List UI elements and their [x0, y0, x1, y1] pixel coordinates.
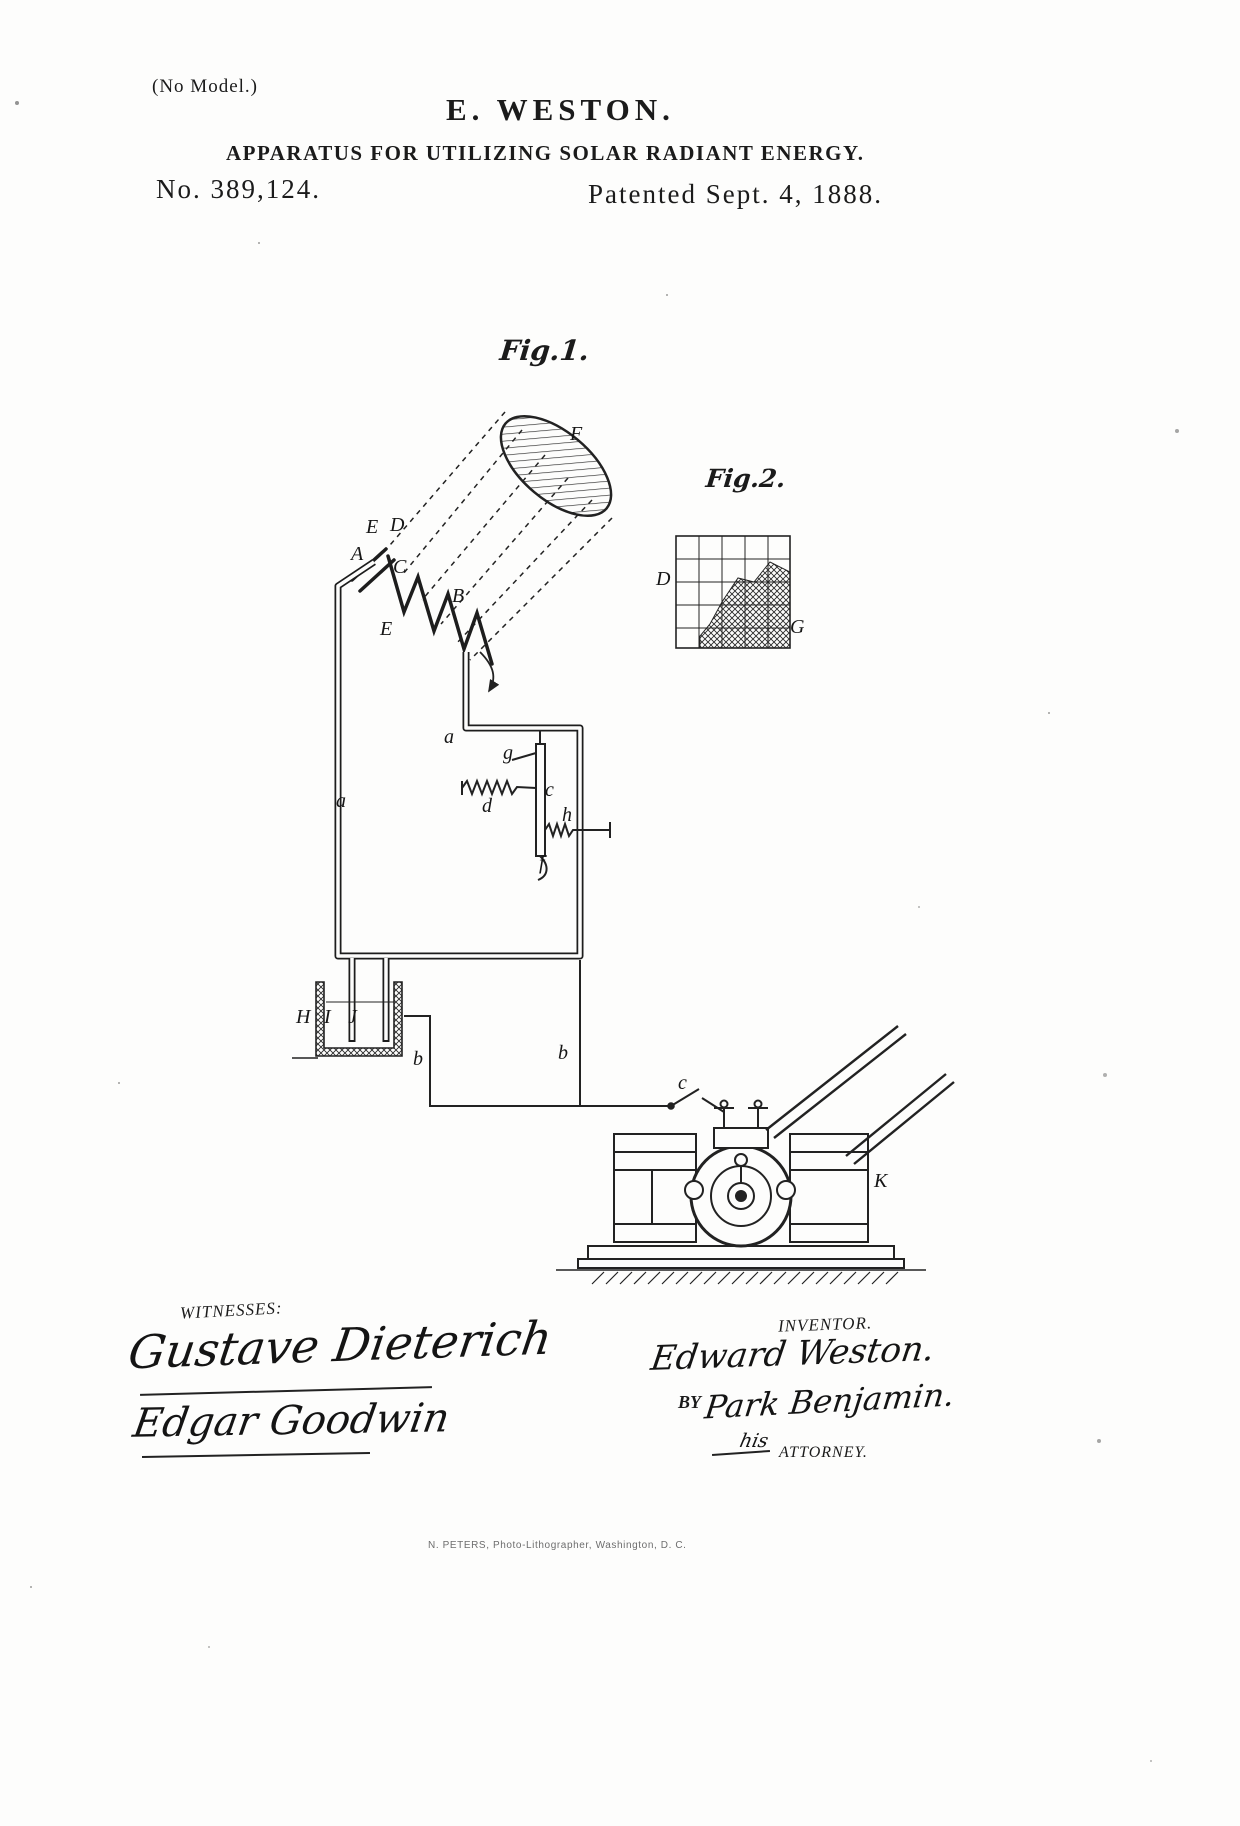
attorney-label: ATTORNEY. [779, 1444, 868, 1462]
lithographer-line: N. PETERS, Photo-Lithographer, Washingto… [428, 1540, 687, 1551]
part-label-3-A: A [351, 543, 363, 566]
part-label-9-g: g [503, 742, 513, 765]
part-label-16-J: J [348, 1006, 357, 1029]
part-label-10-d: d [482, 795, 492, 818]
part-label-2-D: D [390, 514, 404, 537]
by-label: BY [678, 1392, 701, 1413]
part-label-14-H: H [296, 1006, 310, 1029]
his-label: his [738, 1430, 771, 1452]
part-label-8-a: a [444, 726, 454, 749]
part-label-12-h: h [562, 804, 572, 827]
part-label-13-f: f [539, 852, 545, 875]
part-label-21-D: D [656, 568, 670, 591]
part-label-18-b: b [558, 1042, 568, 1065]
part-label-11-c: c [545, 779, 554, 802]
part-label-20-K: K [874, 1170, 887, 1193]
part-label-15-I: I [324, 1006, 331, 1029]
part-label-1-E: E [366, 516, 378, 539]
witness-signature-2: Edgar Goodwin [130, 1395, 453, 1446]
part-label-17-b: b [413, 1048, 423, 1071]
part-label-5-B: B [452, 585, 464, 608]
part-label-0-F: F [570, 423, 582, 446]
part-label-22-G: G [790, 616, 804, 639]
part-label-7-a: a [336, 790, 346, 813]
part-label-6-E: E [380, 618, 392, 641]
part-label-4-C: C [393, 556, 406, 579]
part-label-19-c: c [678, 1072, 687, 1095]
